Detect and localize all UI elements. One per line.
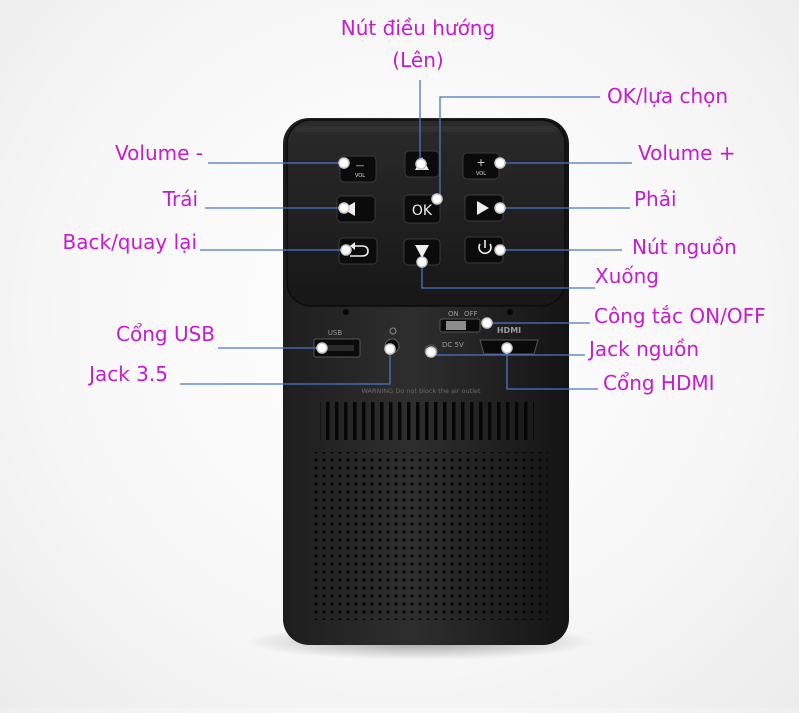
vol-mark-right: VOL — [476, 171, 486, 177]
dot-volume-plus — [494, 157, 506, 169]
ok-label: OK — [412, 203, 433, 219]
label-back: Back/quay lại — [62, 230, 197, 254]
label-ok-select: OK/lựa chọn — [607, 84, 729, 108]
vol-minus-mark: — — [356, 161, 365, 171]
label-left: Trái — [162, 187, 198, 211]
dot-ok — [431, 193, 443, 205]
label-switch: Công tắc ON/OFF — [594, 304, 766, 328]
dot-switch — [481, 317, 493, 329]
dot-hdmi — [501, 342, 513, 354]
label-down: Xuống — [595, 264, 659, 288]
headphone-icon — [389, 327, 397, 335]
leader-down — [421, 262, 595, 289]
back-arrow-icon — [350, 245, 369, 257]
switch-on-label: ON — [448, 310, 459, 318]
indicator-hole-right — [507, 309, 513, 315]
label-usb-port: Cổng USB — [116, 322, 215, 346]
back-button[interactable] — [338, 237, 378, 265]
volume-plus-button[interactable]: + VOL — [462, 152, 500, 180]
switch-knob — [446, 321, 466, 330]
right-arrow-icon — [477, 201, 489, 215]
label-audio-jack: Jack 3.5 — [89, 362, 168, 386]
label-nav-up: Nút điều hướng — [340, 16, 496, 40]
power-icon — [478, 243, 492, 255]
indicator-hole-left — [343, 309, 349, 315]
vol-mark-left: VOL — [355, 173, 365, 179]
right-button[interactable] — [464, 194, 504, 222]
usb-port-label: USB — [328, 329, 343, 337]
dot-power-jack — [425, 346, 437, 358]
switch-off-label: OFF — [464, 310, 478, 318]
label-power: Nút nguồn — [632, 235, 737, 259]
label-power-jack: Jack nguồn — [589, 337, 700, 361]
leader-audio-jack — [180, 350, 391, 385]
label-volume-minus: Volume - — [115, 141, 203, 165]
label-right: Phải — [634, 187, 677, 211]
leader-hdmi — [506, 348, 598, 390]
label-volume-plus: Volume + — [638, 141, 736, 165]
leader-lines — [180, 80, 632, 390]
dot-usb — [316, 342, 328, 354]
dot-left — [338, 202, 350, 214]
dot-volume-minus — [338, 157, 350, 169]
dot-nav-up — [415, 158, 427, 170]
vent-slots — [320, 402, 534, 440]
dot-down — [416, 256, 428, 268]
dot-back — [340, 244, 352, 256]
dot-right — [494, 202, 506, 214]
hdmi-label: HDMI — [497, 326, 521, 335]
callout-dots — [316, 157, 513, 358]
label-hdmi-port: Cổng HDMI — [603, 371, 715, 395]
ok-button[interactable]: OK — [403, 194, 441, 224]
speaker-grille — [310, 452, 548, 620]
dot-power — [494, 244, 506, 256]
down-arrow-icon — [415, 245, 429, 258]
dc-label: DC 5V — [442, 341, 464, 349]
warning-text: WARNING Do not block the air outlet — [361, 387, 481, 395]
dot-audio-jack — [384, 343, 396, 355]
vol-plus-mark: + — [476, 156, 485, 169]
leader-ok — [439, 96, 600, 199]
label-nav-up-sub: (Lên) — [392, 48, 444, 72]
panel-highlight — [295, 126, 557, 132]
